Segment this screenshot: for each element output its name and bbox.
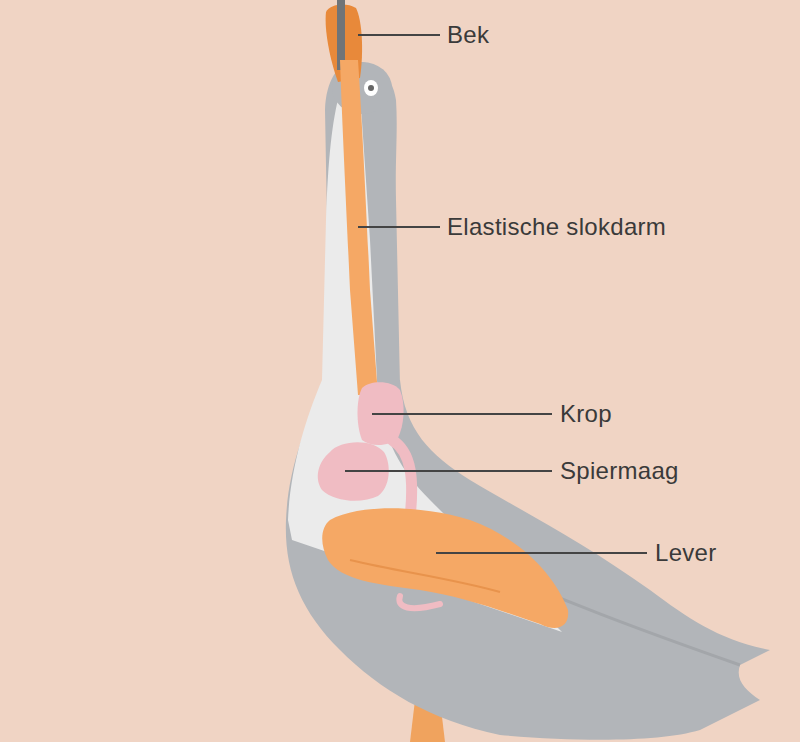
feeding-tube	[337, 0, 345, 70]
leader-line	[358, 226, 440, 228]
leader-line	[372, 413, 552, 415]
part-label: Spiermaag	[560, 457, 679, 485]
liver	[322, 508, 568, 628]
goose-eye	[368, 85, 374, 91]
goose-eye-ring	[364, 80, 378, 96]
part-label: Krop	[560, 400, 612, 428]
part-label: Bek	[447, 21, 489, 49]
leader-line	[358, 34, 440, 36]
intestine-loop	[399, 596, 440, 608]
intestine-tube	[392, 440, 412, 518]
leader-line	[436, 552, 647, 554]
leader-line	[345, 470, 552, 472]
part-label: Lever	[655, 539, 717, 567]
part-label: Elastische slokdarm	[447, 213, 666, 241]
liver-lobe-line	[350, 560, 500, 592]
